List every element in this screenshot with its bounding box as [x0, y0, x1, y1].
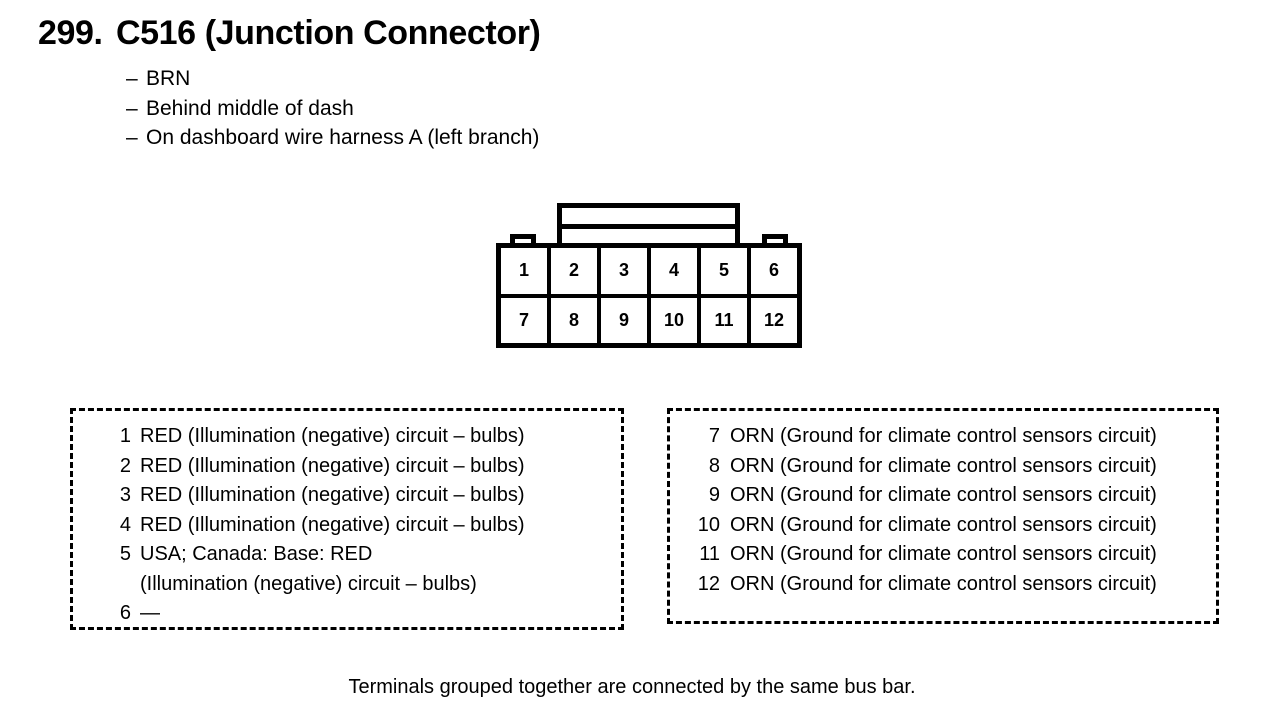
attribute-text: BRN	[146, 67, 191, 90]
pin-description: ORN (Ground for climate control sensors …	[730, 484, 1157, 506]
pin-description: RED (Illumination (negative) circuit – b…	[140, 425, 525, 447]
dash-icon: –	[126, 96, 138, 120]
pin-description: ORN (Ground for climate control sensors …	[730, 425, 1157, 447]
connector-terminal-8: 8	[551, 297, 601, 343]
pin-row: 12 ORN (Ground for climate control senso…	[670, 570, 1216, 600]
connector-terminal-7: 7	[501, 297, 551, 343]
page-title-number: 299.	[38, 14, 103, 52]
pin-group-right: 7 ORN (Ground for climate control sensor…	[667, 408, 1219, 624]
pin-number: 4	[119, 513, 131, 536]
pin-row: 7 ORN (Ground for climate control sensor…	[670, 422, 1216, 452]
pin-description: RED (Illumination (negative) circuit – b…	[140, 454, 525, 477]
pin-row: 6 —	[73, 599, 621, 629]
pin-description: ORN (Ground for climate control sensors …	[730, 572, 1157, 595]
connector-terminal-4: 4	[651, 248, 701, 294]
dash-icon: –	[126, 67, 138, 90]
attribute-text: Behind middle of dash	[146, 96, 354, 120]
pin-number: 7	[708, 425, 720, 447]
pin-number: 2	[119, 454, 131, 477]
connector-terminal-12: 12	[763, 309, 785, 330]
connector-tab-divider	[557, 224, 740, 229]
connector-attributes-list: –BRN –Behind middle of dash –On dashboar…	[126, 64, 539, 153]
pin-row: 5 USA; Canada: Base: RED	[73, 540, 621, 570]
connector-terminal-11: 11	[701, 297, 751, 343]
pin-number: 12	[697, 572, 720, 595]
pin-number: 8	[708, 454, 720, 477]
pin-row: 10 ORN (Ground for climate control senso…	[670, 511, 1216, 541]
pin-number: 9	[708, 484, 720, 506]
connector-terminal-10: 10	[651, 297, 701, 343]
pin-number: 6	[119, 602, 131, 624]
connector-terminal-5: 5	[701, 248, 751, 294]
dash-icon: –	[126, 126, 138, 149]
connector-terminal-9: 9	[601, 297, 651, 343]
connector-terminal-6: 6	[768, 260, 779, 281]
page-title-text: C516 (Junction Connector)	[116, 14, 541, 52]
pin-description: RED (Illumination (negative) circuit – b…	[140, 513, 525, 536]
pin-description: ORN (Ground for climate control sensors …	[730, 513, 1157, 536]
pin-description: RED (Illumination (negative) circuit – b…	[140, 484, 525, 506]
pin-row: 1 RED (Illumination (negative) circuit –…	[73, 422, 621, 452]
pin-description: ORN (Ground for climate control sensors …	[730, 454, 1157, 477]
connector-terminal-3: 3	[601, 248, 651, 294]
attribute-text: On dashboard wire harness A (left branch…	[146, 126, 540, 149]
pin-description: —	[140, 602, 160, 624]
pin-number: 1	[119, 425, 131, 447]
pin-group-left: 1 RED (Illumination (negative) circuit –…	[70, 408, 624, 630]
pin-number: 5	[119, 543, 131, 565]
connector-row-top: 1 2 3 4 5 6	[501, 248, 797, 298]
pin-description: ORN (Ground for climate control sensors …	[730, 543, 1157, 565]
connector-row-bottom: 7 8 9 10 11 12	[501, 297, 797, 343]
connector-terminal-1: 1	[501, 248, 551, 294]
list-item: –On dashboard wire harness A (left branc…	[126, 123, 539, 153]
pin-row: 11 ORN (Ground for climate control senso…	[670, 540, 1216, 570]
pin-row: 2 RED (Illumination (negative) circuit –…	[73, 452, 621, 482]
pin-row: 9 ORN (Ground for climate control sensor…	[670, 481, 1216, 511]
pin-row: 3 RED (Illumination (negative) circuit –…	[73, 481, 621, 511]
connector-body: 1 2 3 4 5 6 7 8 9 10 11 12	[496, 243, 802, 348]
list-item: –BRN	[126, 64, 539, 94]
pin-row: 8 ORN (Ground for climate control sensor…	[670, 452, 1216, 482]
pin-description-continued: (Illumination (negative) circuit – bulbs…	[140, 572, 477, 595]
pin-number: 3	[119, 484, 131, 506]
connector-diagram: 1 2 3 4 5 6 7 8 9 10 11 12	[496, 203, 802, 348]
pin-row: 4 RED (Illumination (negative) circuit –…	[73, 511, 621, 541]
pin-number: 10	[697, 513, 720, 536]
pin-number: 11	[699, 543, 720, 565]
page-title: 299. C516 (Junction Connector)	[38, 14, 541, 53]
bus-bar-note: Terminals grouped together are connected…	[348, 676, 916, 698]
connector-terminal-2: 2	[551, 248, 601, 294]
list-item: –Behind middle of dash	[126, 94, 539, 124]
pin-description: USA; Canada: Base: RED	[140, 543, 373, 565]
